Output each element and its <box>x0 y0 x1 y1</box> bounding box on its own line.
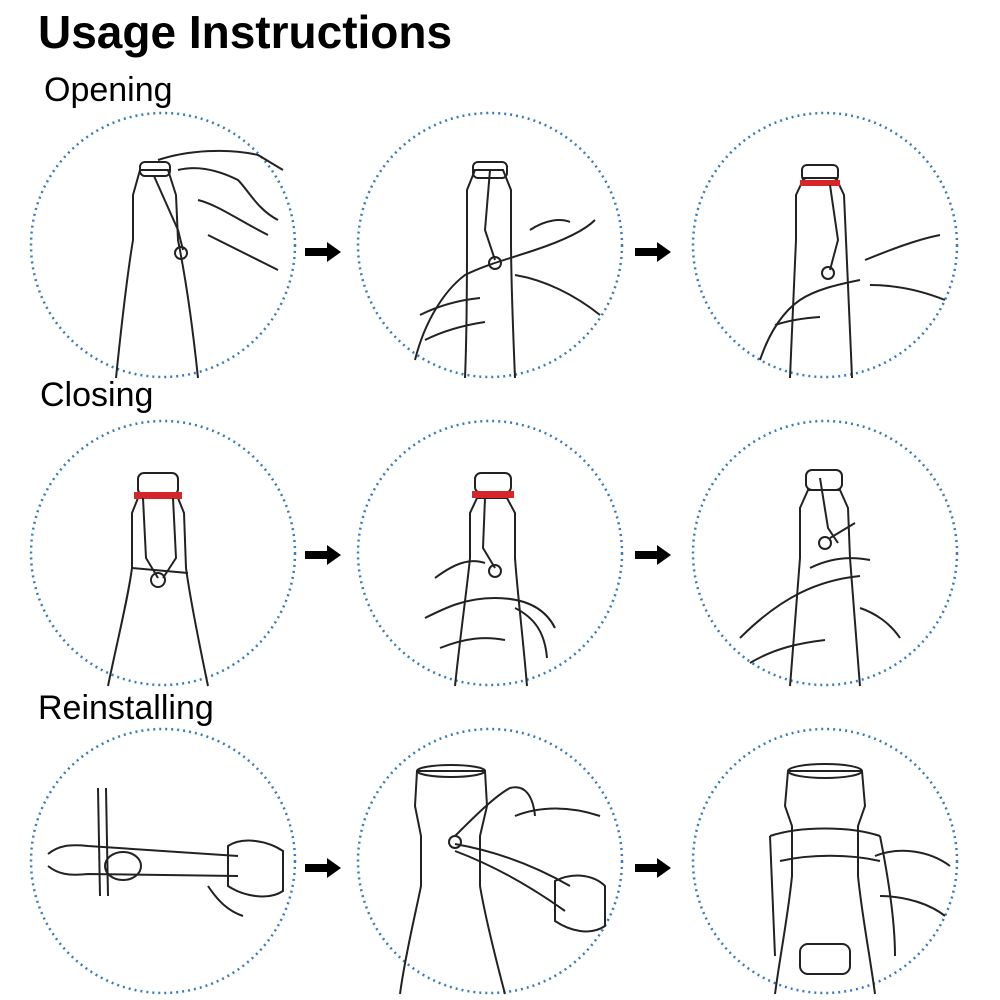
panel-closing-1 <box>28 418 298 688</box>
arrow-right-icon <box>635 545 671 565</box>
arrow-right-icon <box>635 858 671 878</box>
bottle-closed-icon <box>29 419 297 687</box>
arrow-right-icon <box>305 858 341 878</box>
lever-locked-icon <box>691 419 959 687</box>
wire-assembly-icon <box>29 727 297 995</box>
section-label-reinstalling: Reinstalling <box>38 689 214 727</box>
panel-closing-2 <box>355 418 625 688</box>
arrow-right-icon <box>635 242 671 262</box>
section-label-opening: Opening <box>44 71 173 109</box>
hand-pulling-lever-icon <box>356 111 624 379</box>
cap-opened-icon <box>691 111 959 379</box>
arrow-right-icon <box>305 242 341 262</box>
attaching-wire-icon <box>356 727 624 995</box>
panel-reinstalling-3 <box>690 726 960 996</box>
panel-closing-3 <box>690 418 960 688</box>
cap-installed-icon <box>691 727 959 995</box>
panel-opening-1 <box>28 110 298 380</box>
hand-lifting-wire-icon <box>29 111 297 379</box>
page-title: Usage Instructions <box>38 6 453 58</box>
arrow-right-icon <box>305 545 341 565</box>
section-label-closing: Closing <box>40 376 154 414</box>
hand-pressing-wire-icon <box>356 419 624 687</box>
panel-opening-2 <box>355 110 625 380</box>
panel-reinstalling-2 <box>355 726 625 996</box>
panel-opening-3 <box>690 110 960 380</box>
panel-reinstalling-1 <box>28 726 298 996</box>
